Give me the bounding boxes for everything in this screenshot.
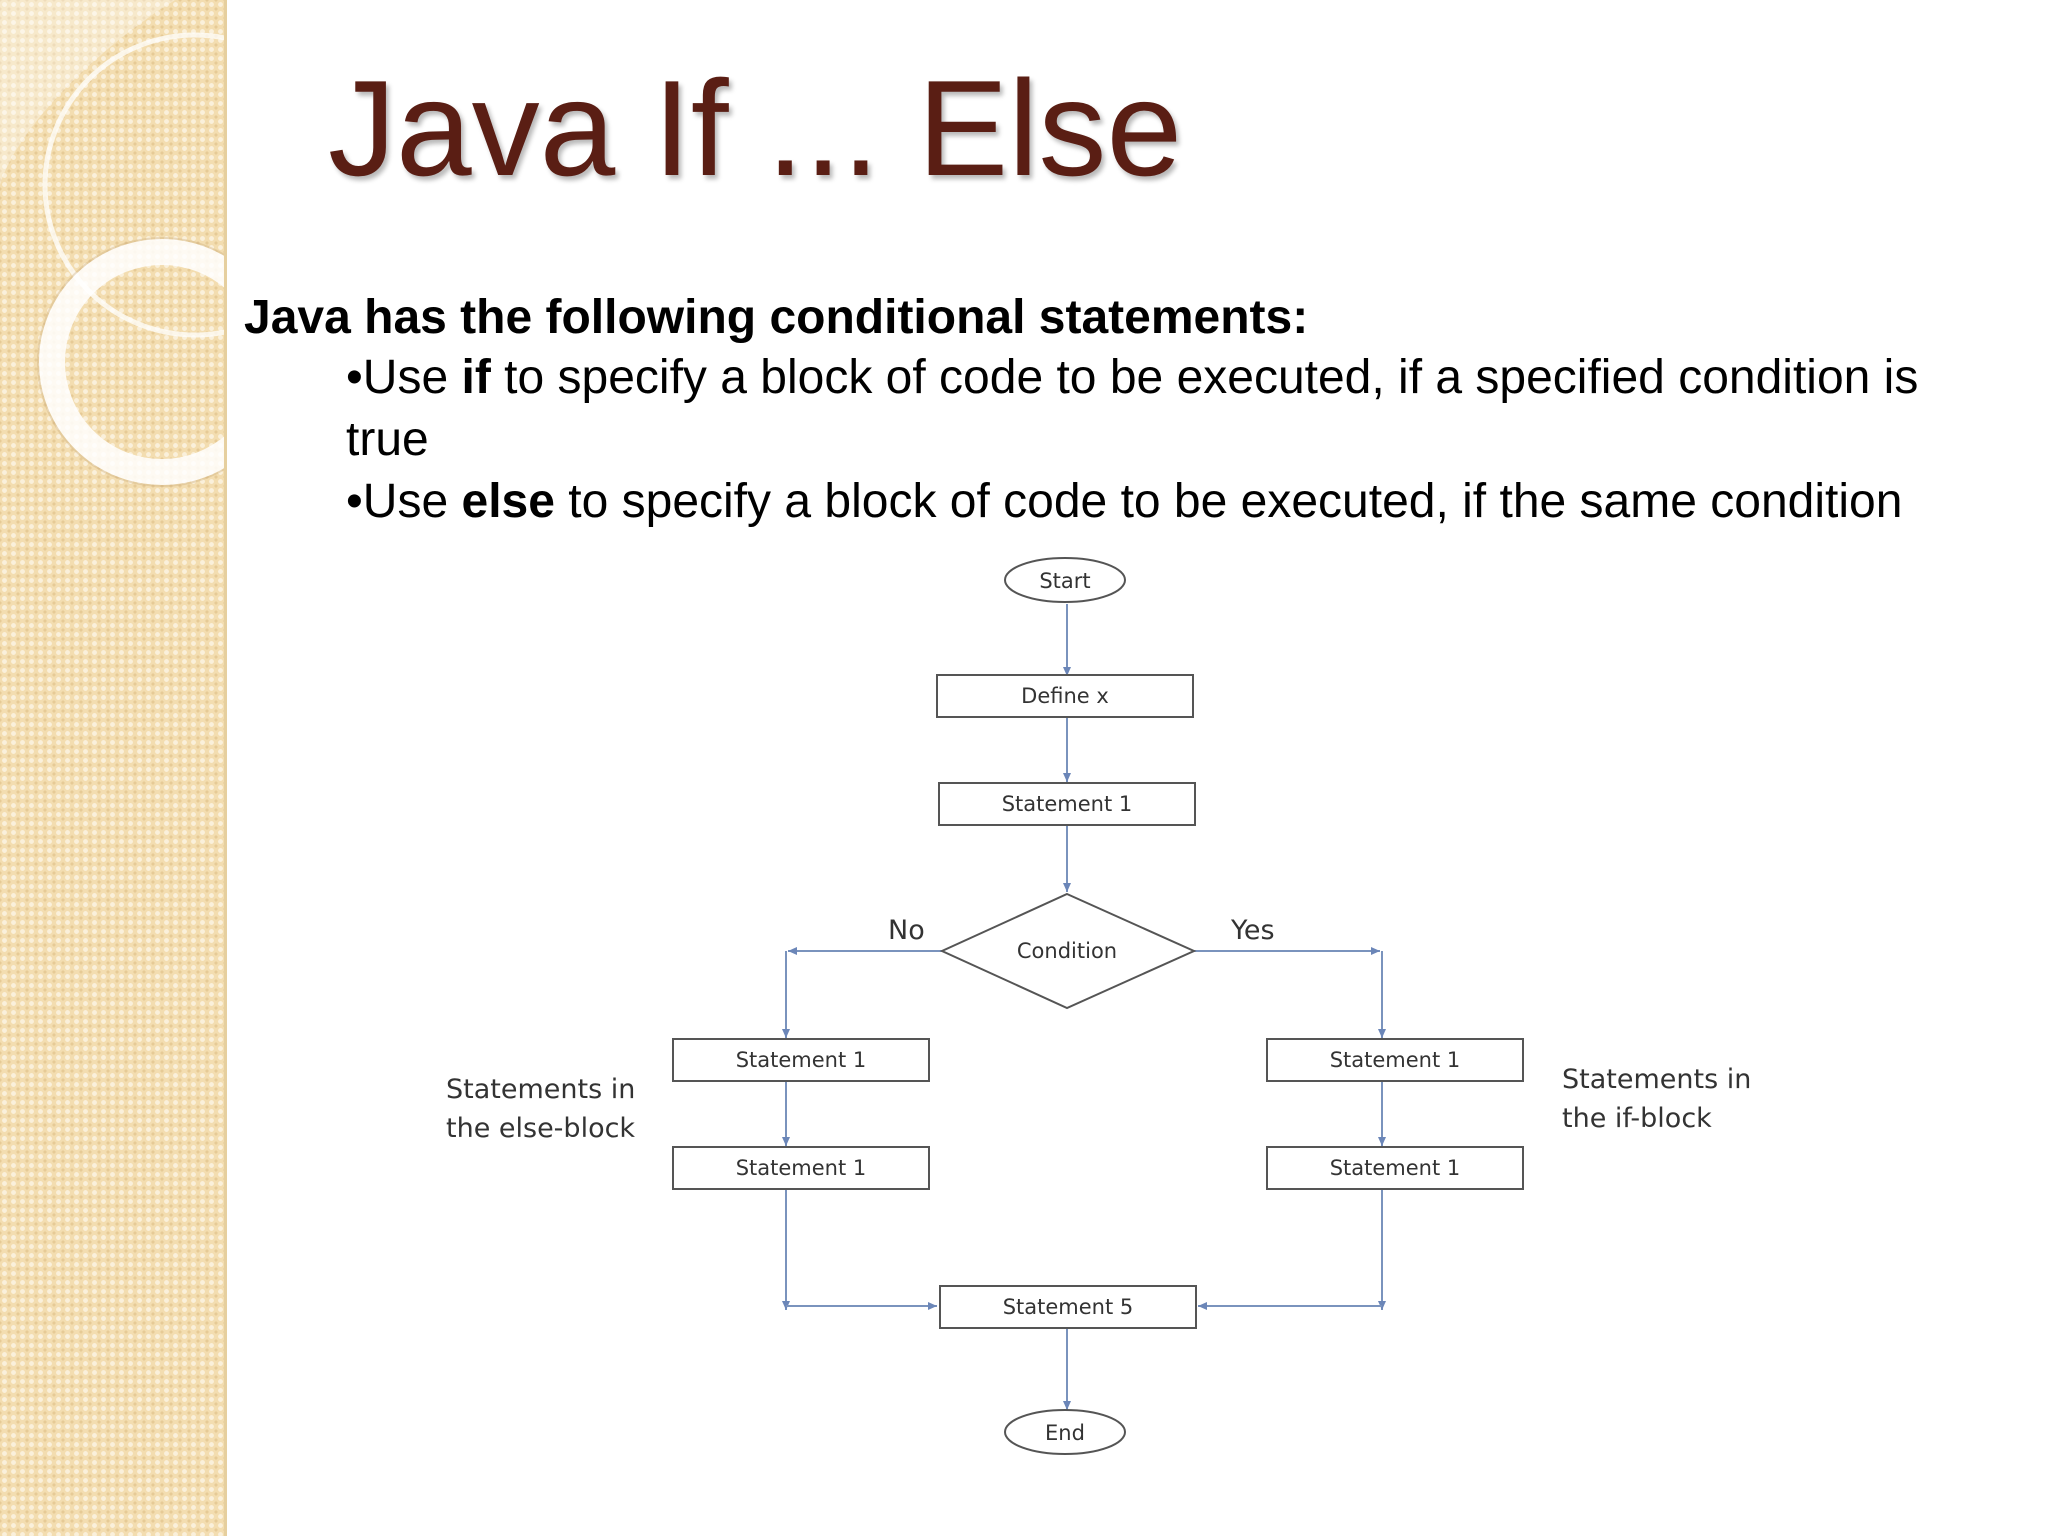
merge-label: Statement 5	[1003, 1295, 1134, 1319]
statement1-node	[938, 782, 1196, 826]
start-label: Start	[1039, 569, 1090, 593]
else-note-line1: Statements in	[446, 1074, 635, 1105]
sidebar-divider	[224, 0, 227, 1536]
condition-node	[939, 892, 1197, 1010]
bullet-else: •Use else to specify a block of code to …	[346, 472, 1902, 532]
bullet-if-continuation: true	[346, 413, 429, 466]
slide-title: Java If ... Else	[328, 52, 1183, 204]
flow-connectors	[782, 604, 1386, 1410]
define-node	[936, 674, 1194, 718]
decorative-sidebar	[0, 0, 226, 1536]
else-stmt-b-label: Statement 1	[736, 1156, 867, 1180]
else-stmt-a-label: Statement 1	[736, 1048, 867, 1072]
bullet-if-prefix: •Use	[346, 351, 462, 404]
if-stmt-a-node	[1266, 1038, 1524, 1082]
if-stmt-b-node	[1266, 1146, 1524, 1190]
bullet-if: •Use if to specify a block of code to be…	[346, 348, 1918, 408]
merge-node	[939, 1285, 1197, 1329]
statement1-label: Statement 1	[1002, 792, 1133, 816]
if-note-line1: Statements in	[1562, 1064, 1751, 1095]
else-stmt-b-node	[672, 1146, 930, 1190]
bullet-else-keyword: else	[461, 475, 555, 528]
swirl-decoration-icon	[0, 0, 226, 487]
bullet-else-text: to specify a block of code to be execute…	[554, 475, 1903, 528]
bullet-if-text: to specify a block of code to be execute…	[490, 351, 1919, 404]
else-note-line2: the else-block	[446, 1113, 635, 1144]
else-stmt-a-node	[672, 1038, 930, 1082]
if-stmt-a-label: Statement 1	[1330, 1048, 1461, 1072]
yes-branch-label: Yes	[1230, 915, 1275, 946]
intro-text: Java has the following conditional state…	[244, 291, 1309, 344]
bullet-if-keyword: if	[461, 351, 491, 404]
if-stmt-b-label: Statement 1	[1330, 1156, 1461, 1180]
start-node	[1004, 557, 1126, 603]
condition-label: Condition	[1017, 939, 1117, 963]
end-label: End	[1045, 1421, 1085, 1445]
end-node	[1004, 1409, 1126, 1455]
if-note-line2: the if-block	[1562, 1103, 1712, 1134]
bullet-else-prefix: •Use	[346, 475, 462, 528]
no-branch-label: No	[888, 915, 925, 946]
define-label: Define x	[1021, 684, 1109, 708]
